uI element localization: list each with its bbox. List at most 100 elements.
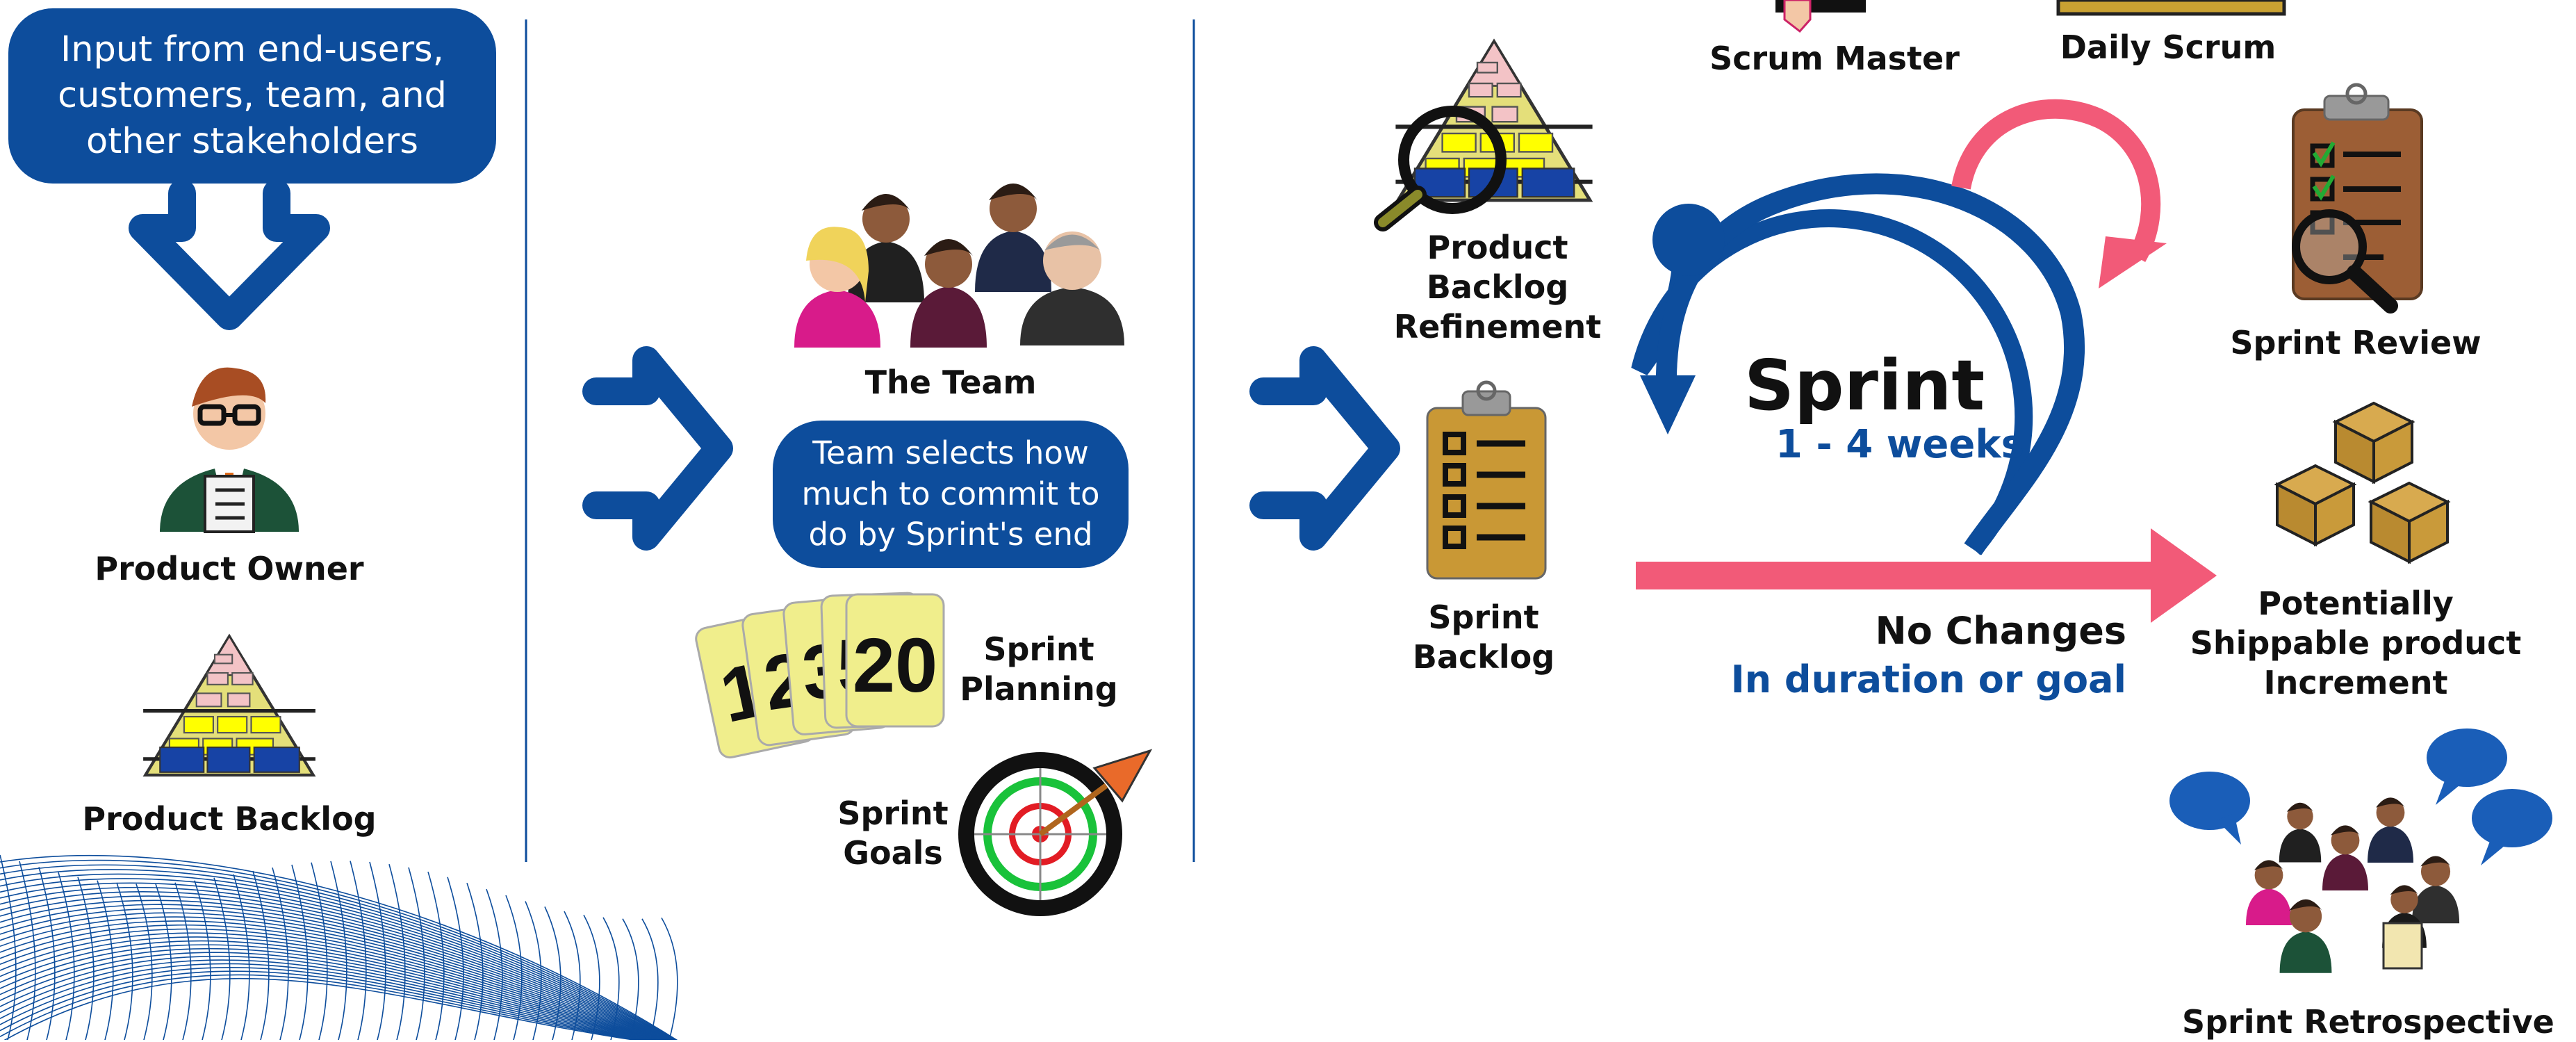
mesh-line <box>19 861 36 1040</box>
down-arrow-icon <box>129 179 330 330</box>
review-clipboard-icon <box>2292 83 2423 314</box>
mesh-line <box>213 877 231 1040</box>
mesh-line <box>0 908 665 1040</box>
mesh-line <box>116 882 133 1040</box>
product-owner-label: Product Owner <box>95 550 364 587</box>
mesh-line <box>0 891 669 1040</box>
pyramid-icon <box>143 637 315 776</box>
mesh-line <box>466 882 484 1040</box>
mesh-line <box>0 912 664 1040</box>
sprint-cycle-arrowhead <box>1640 375 1696 434</box>
mesh-line <box>564 911 581 1040</box>
mesh-line <box>58 872 75 1040</box>
mesh-line <box>602 917 620 1040</box>
mesh-line <box>544 906 561 1040</box>
mesh-line <box>0 974 641 1040</box>
mesh-line <box>0 882 672 1040</box>
mesh-line <box>0 895 668 1040</box>
dartboard-icon <box>958 749 1153 916</box>
team-selects-bubble <box>773 421 1129 568</box>
sprint-goals-label: Sprint Goals <box>837 795 949 872</box>
stakeholder-input-bubble: Input from end-users, customers, team, a… <box>8 8 496 184</box>
mesh-line <box>0 947 653 1040</box>
mesh-line <box>388 863 406 1040</box>
no-changes-arrow <box>1636 562 2160 589</box>
mesh-line <box>0 854 17 1040</box>
mesh-line <box>525 901 542 1040</box>
mesh-line <box>0 959 648 1040</box>
mesh-line <box>583 914 600 1040</box>
sprint-review-label: Sprint Review <box>2230 324 2481 361</box>
mesh-line <box>0 854 678 1040</box>
mesh-line <box>0 886 671 1040</box>
daily-scrum-label: Daily Scrum <box>2060 29 2276 66</box>
mesh-line <box>408 867 425 1040</box>
mesh-line <box>486 888 503 1040</box>
mesh-line <box>0 869 675 1040</box>
mesh-line <box>0 940 655 1040</box>
mesh-line <box>330 861 347 1040</box>
mesh-line <box>622 918 639 1040</box>
mesh-line <box>77 877 95 1040</box>
mesh-line <box>0 864 676 1040</box>
daily-loop-arrow <box>1951 99 2161 262</box>
daily-loop-arrowhead <box>2099 236 2167 288</box>
mesh-line <box>136 884 153 1040</box>
mesh-line <box>3 977 638 1040</box>
mesh-line <box>0 944 654 1040</box>
the-team-label: The Team <box>864 364 1037 401</box>
mesh-line <box>0 936 657 1040</box>
scrum-master-label: Scrum Master <box>1709 40 1960 77</box>
sprint-backlog-label: Sprint Backlog <box>1412 599 1555 676</box>
boxes-icon <box>2276 402 2449 563</box>
mesh-line <box>0 970 643 1040</box>
mesh-line <box>0 955 650 1040</box>
mesh-line <box>291 864 309 1040</box>
mesh-line <box>97 880 114 1040</box>
daily-scrum-board <box>2056 0 2286 16</box>
mesh-line <box>174 882 192 1040</box>
mesh-line <box>661 918 678 1040</box>
mesh-line <box>38 867 56 1040</box>
mesh-line <box>641 918 659 1040</box>
team-selects-text: Team selects how much to commit to do by… <box>801 434 1100 553</box>
mesh-line <box>194 880 211 1040</box>
mesh-line <box>252 870 270 1040</box>
speech-bubble-icon <box>2169 728 2552 865</box>
increment-label: Potentially Shippable product Increment <box>2190 585 2522 702</box>
clipboard-icon <box>1426 380 1547 580</box>
team-group-figure <box>794 184 1124 348</box>
magnifier-icon <box>1374 106 1507 231</box>
in-duration-label: In duration or goal <box>1730 658 2126 701</box>
no-changes-arrowhead <box>2151 528 2217 623</box>
product-backlog-label: Product Backlog <box>82 800 377 838</box>
mesh-line <box>505 895 523 1040</box>
mesh-line <box>0 859 677 1040</box>
mesh-line <box>0 904 666 1040</box>
mesh-line <box>0 899 667 1040</box>
right-chevron-icon <box>1249 346 1400 551</box>
scrum-master-figure <box>1775 0 1866 33</box>
mesh-line <box>0 928 659 1040</box>
mesh-line <box>447 877 464 1040</box>
sprint-planning-label: Sprint Planning <box>960 630 1118 708</box>
mesh-line <box>350 861 367 1040</box>
sprint-title: Sprint <box>1744 345 1985 426</box>
product-owner-figure <box>160 367 299 533</box>
mesh-line <box>272 867 289 1040</box>
mesh-line <box>427 871 445 1040</box>
sprint-cycle-arrow <box>1631 209 2033 555</box>
sprint-retrospective-label: Sprint Retrospective <box>2182 1003 2554 1041</box>
mesh-line <box>233 874 250 1040</box>
planning-card-value: 20 <box>853 623 937 708</box>
no-changes-label: No Changes <box>1875 609 2126 653</box>
right-chevron-icon <box>582 346 733 551</box>
mesh-line <box>0 925 660 1040</box>
mesh-line <box>0 952 651 1040</box>
retrospective-group-figure <box>2246 797 2460 973</box>
mesh-line <box>0 873 674 1040</box>
mesh-line <box>155 884 172 1040</box>
sprint-duration: 1 - 4 weeks <box>1775 422 2024 467</box>
mesh-line <box>369 861 386 1040</box>
